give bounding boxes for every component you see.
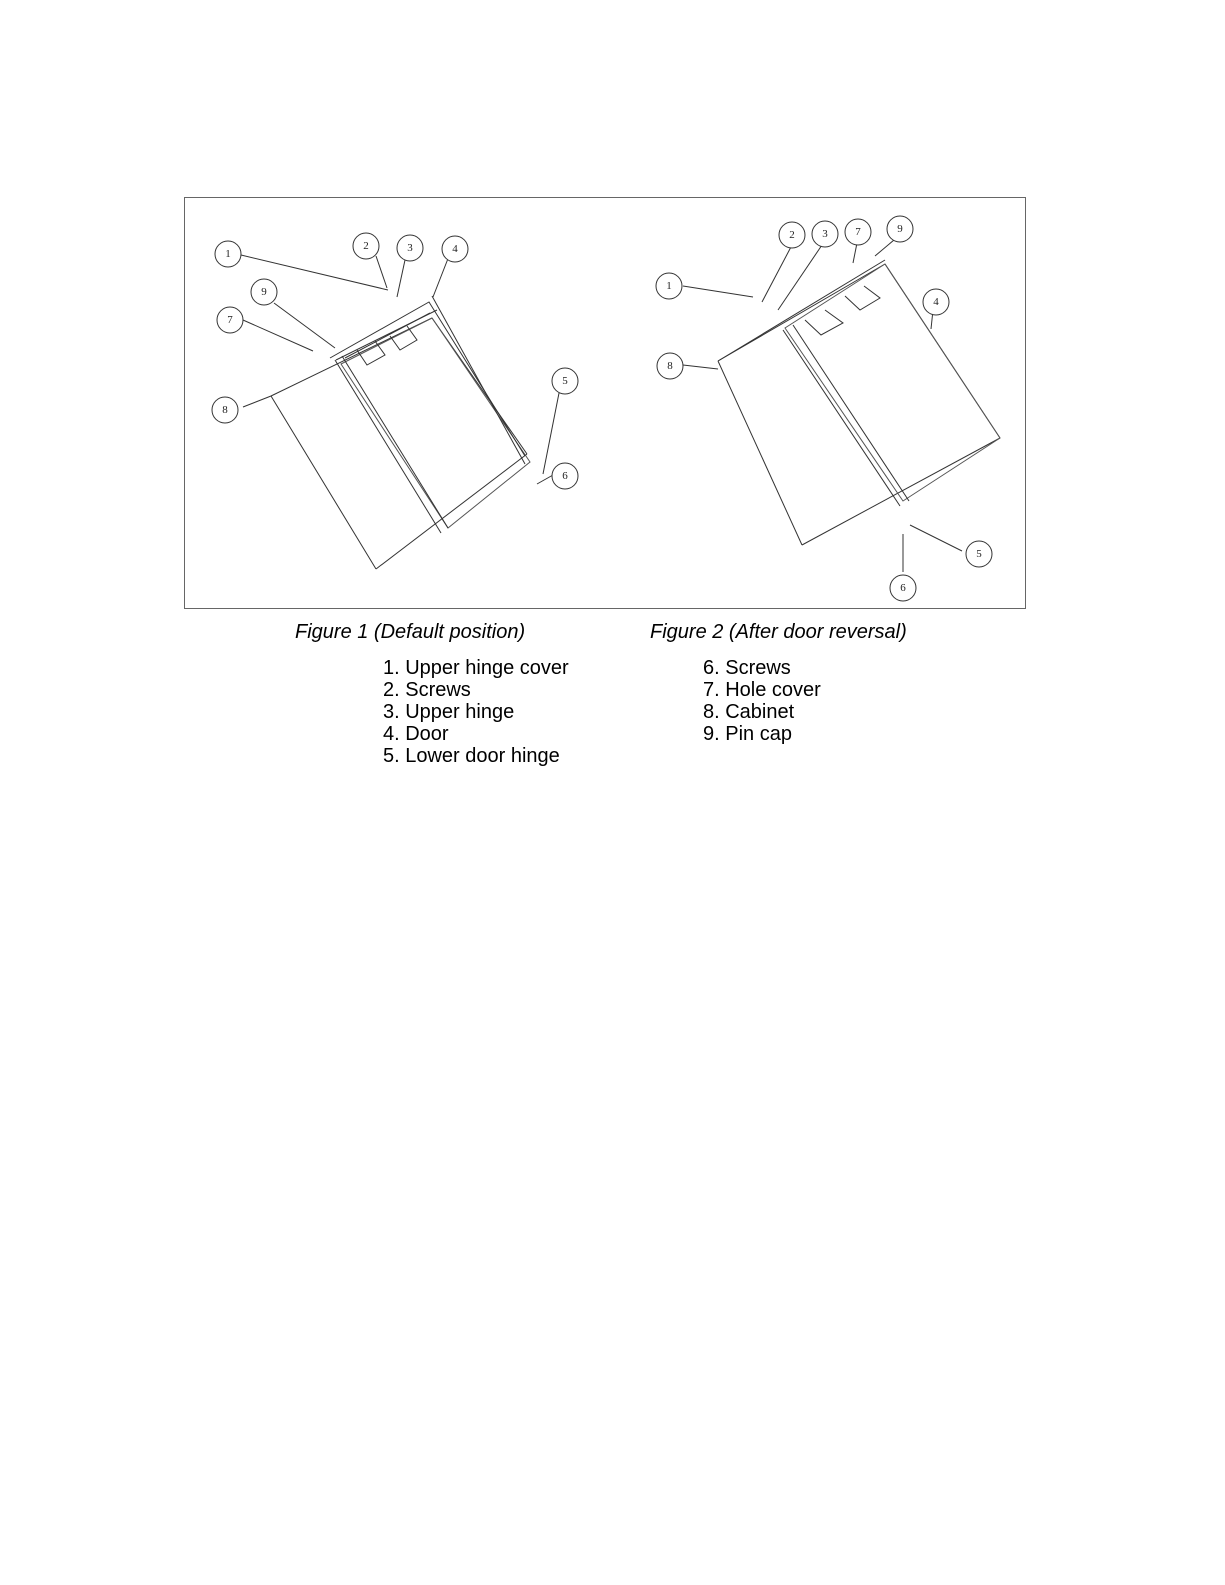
fig2-callout-9: 9 xyxy=(897,223,903,235)
fig1-callout-6: 6 xyxy=(562,470,568,482)
figure2-caption: Figure 2 (After door reversal) xyxy=(650,621,907,644)
legend-item: 2. Screws xyxy=(383,679,569,701)
door-reversal-diagram: 1 2 3 4 5 6 7 8 9 1 2 3 4 5 6 7 8 9 xyxy=(185,198,1027,610)
legend-item: 4. Door xyxy=(383,723,569,745)
fig1-callout-3: 3 xyxy=(407,242,413,254)
fig2-callout-5: 5 xyxy=(976,548,982,560)
fig2-callout-3: 3 xyxy=(822,228,828,240)
legend-item: 8. Cabinet xyxy=(703,701,821,723)
fig1-callout-4: 4 xyxy=(452,243,458,255)
legend-left-list: 1. Upper hinge cover 2. Screws 3. Upper … xyxy=(383,657,569,767)
legend-item: 9. Pin cap xyxy=(703,723,821,745)
figure1-caption: Figure 1 (Default position) xyxy=(295,621,525,644)
fig1-callout-2: 2 xyxy=(363,240,369,252)
fig2-callout-6: 6 xyxy=(900,582,906,594)
figure1-cabinet-drawing xyxy=(271,296,530,569)
fig2-callout-1: 1 xyxy=(666,280,672,292)
legend-right-list: 6. Screws 7. Hole cover 8. Cabinet 9. Pi… xyxy=(703,657,821,745)
fig2-callout-2: 2 xyxy=(789,229,795,241)
legend-item: 5. Lower door hinge xyxy=(383,745,569,767)
fig1-callout-1: 1 xyxy=(225,248,231,260)
figure-frame: 1 2 3 4 5 6 7 8 9 1 2 3 4 5 6 7 8 9 xyxy=(184,197,1026,609)
fig1-callout-9: 9 xyxy=(261,286,267,298)
legend-item: 1. Upper hinge cover xyxy=(383,657,569,679)
legend-item: 7. Hole cover xyxy=(703,679,821,701)
legend-item: 3. Upper hinge xyxy=(383,701,569,723)
fig1-callout-8: 8 xyxy=(222,404,228,416)
fig2-callout-8: 8 xyxy=(667,360,673,372)
fig2-callout-7: 7 xyxy=(855,226,861,238)
fig1-callout-7: 7 xyxy=(227,314,233,326)
legend-item: 6. Screws xyxy=(703,657,821,679)
fig1-callout-5: 5 xyxy=(562,375,568,387)
figure2-cabinet-drawing xyxy=(718,260,1000,545)
fig2-callout-4: 4 xyxy=(933,296,939,308)
